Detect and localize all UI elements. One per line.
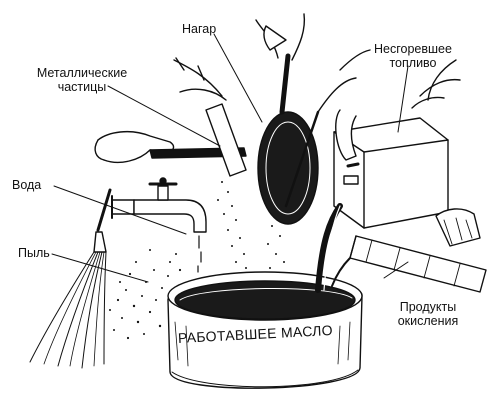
label-oxidation-products: Продукты окисления [376, 300, 480, 328]
soot-fall [267, 225, 285, 269]
label-soot: Нагар [182, 22, 216, 36]
label-unburned-fuel: Несгоревшее топливо [356, 42, 470, 70]
broom [30, 190, 110, 368]
label-metal-particles: Металлические частицы [22, 66, 142, 94]
water-faucet [112, 178, 206, 272]
metal-particles-fall [217, 181, 247, 269]
label-dust: Пыль [18, 246, 50, 260]
label-water: Вода [12, 178, 41, 192]
